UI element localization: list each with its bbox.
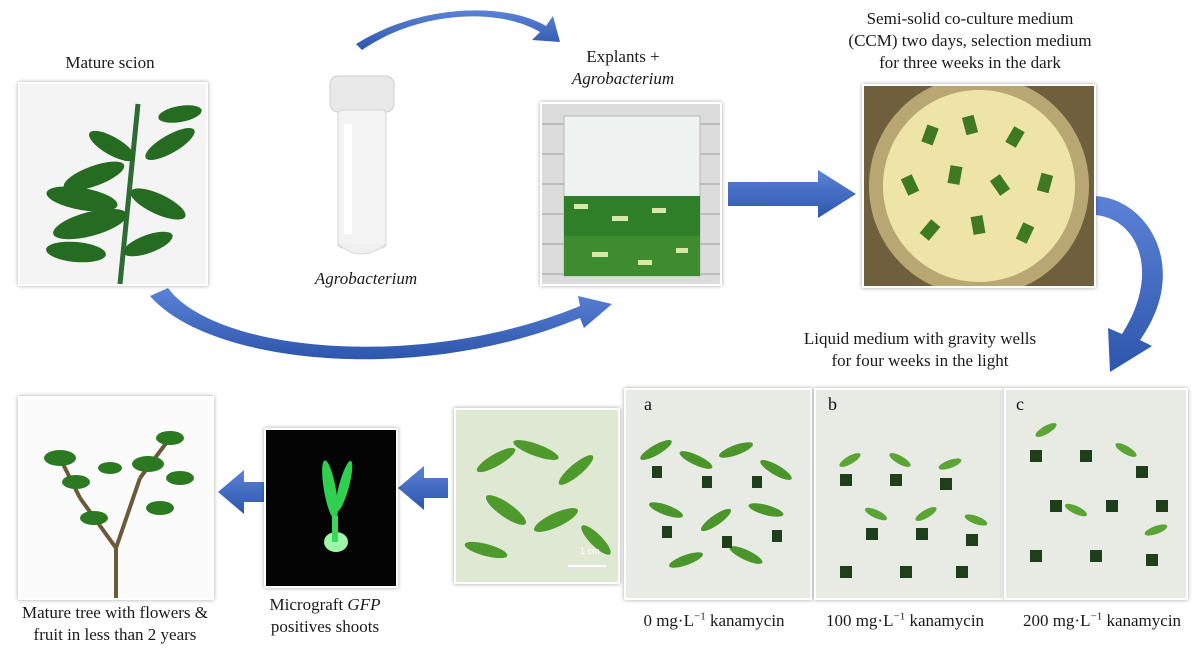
label-ccm-line3: for three weeks in the dark	[800, 52, 1140, 74]
label-tree-line2: fruit in less than 2 years	[0, 624, 230, 646]
kan200-exp: −1	[1090, 610, 1102, 622]
label-micrograft-line2: positives shoots	[250, 616, 400, 638]
kan100-exp: −1	[893, 610, 905, 622]
label-mature-tree: Mature tree with flowers & fruit in less…	[0, 602, 230, 646]
label-explants: Explants + Agrobacterium	[548, 46, 698, 90]
label-micrograft-a: Micrograft	[270, 595, 348, 614]
panel-label-c: c	[1016, 394, 1024, 415]
photo-micrograft-gfp	[264, 428, 398, 588]
label-ccm-line2: (CCM) two days, selection medium	[800, 30, 1140, 52]
kan200-post: kanamycin	[1102, 611, 1181, 630]
photo-panel-b: b	[814, 388, 1004, 600]
label-micrograft-gfp: GFP	[347, 595, 380, 614]
kan200-prefix: 200 mg·L	[1023, 611, 1091, 630]
photo-shoots-closeup: 1 cm	[454, 408, 620, 584]
kan0-exp: −1	[694, 610, 706, 622]
arrow-ccm-to-liquid	[1096, 196, 1163, 372]
photo-ccm-dish	[862, 84, 1096, 288]
label-mature-scion: Mature scion	[40, 52, 180, 74]
arrow-tube-to-explants	[356, 10, 560, 50]
arrow-micrograft-to-tree	[218, 470, 264, 514]
photo-agrobacterium-tube	[318, 74, 406, 264]
photo-mature-scion	[18, 82, 208, 286]
scale-bar-label: 1 cm	[580, 546, 600, 556]
kan0-prefix: 0 mg·L	[643, 611, 694, 630]
photo-explants-container	[540, 102, 722, 286]
label-micrograft: Micrograft GFP positives shoots	[250, 594, 400, 638]
label-ccm-line1: Semi-solid co-culture medium	[800, 8, 1140, 30]
kan100-prefix: 100 mg·L	[826, 611, 894, 630]
label-agrobacterium-text: Agrobacterium	[315, 269, 417, 288]
label-kanamycin-0: 0 mg·L−1 kanamycin	[624, 610, 804, 632]
label-liquid-medium: Liquid medium with gravity wells for fou…	[750, 328, 1090, 372]
label-kanamycin-100: 100 mg·L−1 kanamycin	[810, 610, 1000, 632]
arrow-scion-to-explants	[150, 288, 612, 359]
photo-mature-tree	[18, 396, 214, 600]
label-kanamycin-200: 200 mg·L−1 kanamycin	[1004, 610, 1200, 632]
photo-panel-c: c	[1004, 388, 1188, 600]
label-explants-line1: Explants +	[548, 46, 698, 68]
label-agrobacterium: Agrobacterium	[296, 268, 436, 290]
label-tree-line1: Mature tree with flowers &	[0, 602, 230, 624]
panel-label-a: a	[644, 394, 652, 415]
photo-panel-a: a	[624, 388, 812, 600]
label-ccm: Semi-solid co-culture medium (CCM) two d…	[800, 8, 1140, 74]
label-liquid-line1: Liquid medium with gravity wells	[750, 328, 1090, 350]
label-explants-line2: Agrobacterium	[572, 69, 674, 88]
panel-label-b: b	[828, 394, 837, 415]
kan0-post: kanamycin	[706, 611, 785, 630]
label-liquid-line2: for four weeks in the light	[750, 350, 1090, 372]
arrow-shoots-to-micrograft	[398, 466, 448, 510]
arrow-explants-to-ccm	[728, 170, 856, 218]
kan100-post: kanamycin	[905, 611, 984, 630]
